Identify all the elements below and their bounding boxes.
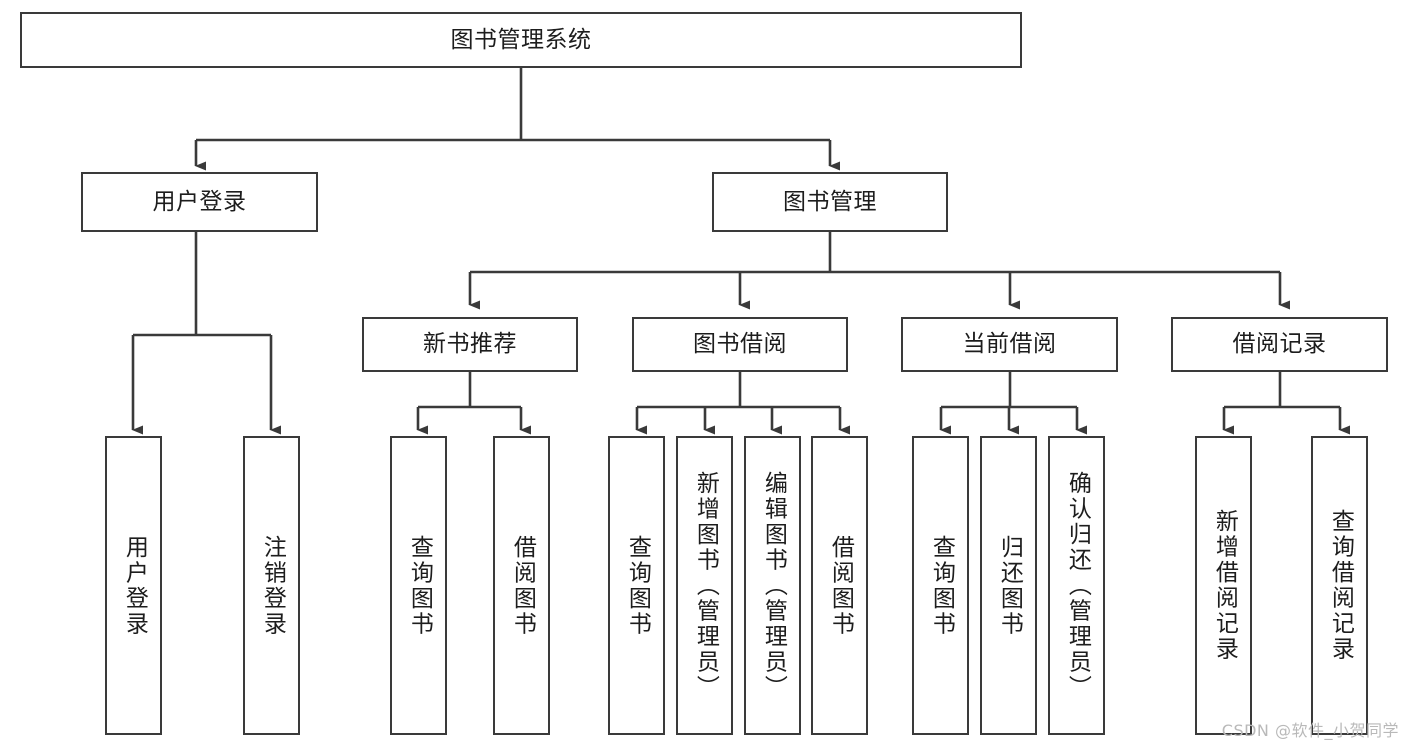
node-new-book-recommend[interactable]: 新书推荐	[362, 317, 578, 372]
node-leaf-edit-book-admin[interactable]: 编辑图书（管理员）	[744, 436, 801, 735]
node-label: 新书推荐	[423, 331, 517, 357]
node-label: 归还图书	[996, 534, 1023, 637]
node-leaf-query-book-recommend[interactable]: 查询图书	[390, 436, 447, 735]
node-user-login[interactable]: 用户登录	[81, 172, 318, 232]
node-label: 借阅图书	[509, 534, 536, 637]
node-leaf-query-book[interactable]: 查询图书	[608, 436, 665, 735]
node-root-system[interactable]: 图书管理系统	[20, 12, 1022, 68]
node-label: 查询图书	[624, 534, 651, 637]
node-leaf-add-borrow-record[interactable]: 新增借阅记录	[1195, 436, 1252, 735]
node-label: 借阅记录	[1232, 331, 1327, 357]
node-label: 注销登录	[259, 534, 286, 637]
node-label: 用户登录	[121, 534, 148, 637]
node-borrow-record[interactable]: 借阅记录	[1171, 317, 1388, 372]
node-leaf-user-login[interactable]: 用户登录	[105, 436, 162, 735]
node-current-borrow[interactable]: 当前借阅	[901, 317, 1118, 372]
node-leaf-logout[interactable]: 注销登录	[243, 436, 300, 735]
node-label: 借阅图书	[827, 534, 854, 637]
node-label: 图书借阅	[693, 331, 787, 357]
node-book-management[interactable]: 图书管理	[712, 172, 948, 232]
node-label: 新增图书（管理员）	[692, 470, 719, 701]
node-label: 图书管理系统	[450, 26, 592, 53]
node-label: 查询图书	[928, 534, 955, 637]
node-label: 图书管理	[783, 188, 877, 215]
node-label: 当前借阅	[962, 331, 1057, 357]
node-label: 用户登录	[152, 188, 247, 215]
node-leaf-borrow-book-recommend[interactable]: 借阅图书	[493, 436, 550, 735]
node-label: 查询图书	[406, 534, 433, 637]
node-label: 新增借阅记录	[1211, 509, 1238, 662]
node-leaf-borrow-book[interactable]: 借阅图书	[811, 436, 868, 735]
node-label: 查询借阅记录	[1327, 509, 1354, 662]
node-leaf-query-borrow-record[interactable]: 查询借阅记录	[1311, 436, 1368, 735]
node-label: 确认归还（管理员）	[1064, 470, 1091, 701]
node-leaf-return-book[interactable]: 归还图书	[980, 436, 1037, 735]
node-leaf-add-book-admin[interactable]: 新增图书（管理员）	[676, 436, 733, 735]
node-label: 编辑图书（管理员）	[760, 470, 787, 701]
node-book-borrow[interactable]: 图书借阅	[632, 317, 848, 372]
node-leaf-confirm-return-admin[interactable]: 确认归还（管理员）	[1048, 436, 1105, 735]
node-leaf-query-book-current[interactable]: 查询图书	[912, 436, 969, 735]
csdn-watermark: CSDN @软件_小贺同学	[1221, 721, 1399, 740]
